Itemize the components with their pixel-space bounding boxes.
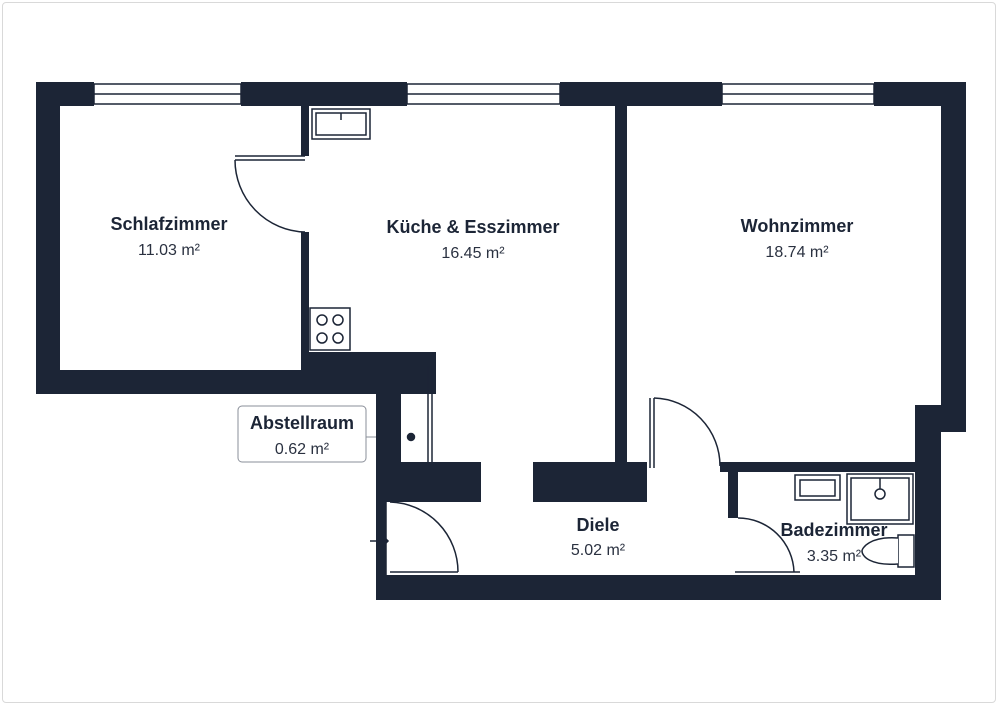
wall-bath-left [728,462,738,518]
wall-right-lower [915,405,941,600]
room-name-kueche: Küche & Esszimmer [386,217,559,237]
wall-abstell-bottom [376,462,481,502]
room-name-wohnzimmer: Wohnzimmer [741,216,854,236]
door-wohnzimmer [649,397,721,468]
wall-right-upper [941,82,966,432]
abstellraum-shelf [406,432,416,442]
sink-icon [311,108,371,140]
wall-bath-top [720,462,915,472]
wall-left [36,82,60,394]
wall-kueche-bottom [301,352,436,370]
room-area-kueche: 16.45 m² [441,245,505,262]
room-labels: Schlafzimmer 11.03 m² Küche & Esszimmer … [110,214,887,565]
wall-schlafzimmer-bottom [36,370,436,394]
room-area-wohnzimmer: 18.74 m² [765,244,829,261]
wall-top-2 [241,82,407,106]
stove-icon [309,307,351,351]
room-area-abstellraum: 0.62 m² [275,441,330,458]
wall-diele-mid [533,462,647,502]
door-abstellraum [427,366,433,462]
room-name-schlafzimmer: Schlafzimmer [110,214,227,234]
fixtures [309,108,915,568]
door-schlafzimmer [234,155,306,233]
abstellraum-callout [237,405,376,463]
wall-bottom [376,575,941,600]
wall-top-3 [560,82,722,106]
abstellraum-label-box [237,405,367,463]
doors [234,155,800,575]
toilet-icon [861,534,915,568]
windows [93,83,875,105]
door-badezimmer [735,517,800,573]
room-name-diele: Diele [576,515,619,535]
door-entrance [385,501,459,575]
wall-schlaf-kueche-upper [301,106,309,156]
wall-entrance-left [376,502,386,600]
room-area-diele: 5.02 m² [571,542,626,559]
room-area-badezimmer: 3.35 m² [807,548,862,565]
room-name-abstellraum: Abstellraum [250,413,354,433]
shower-icon [846,473,914,525]
walls [36,82,966,600]
room-name-badezimmer: Badezimmer [780,520,887,540]
entrance-arrow-icon [370,534,390,548]
room-area-schlafzimmer: 11.03 m² [138,242,201,259]
wall-schlaf-kueche-lower [301,232,309,370]
bath-sink-icon [794,474,841,501]
wall-kueche-wohn [615,106,627,462]
